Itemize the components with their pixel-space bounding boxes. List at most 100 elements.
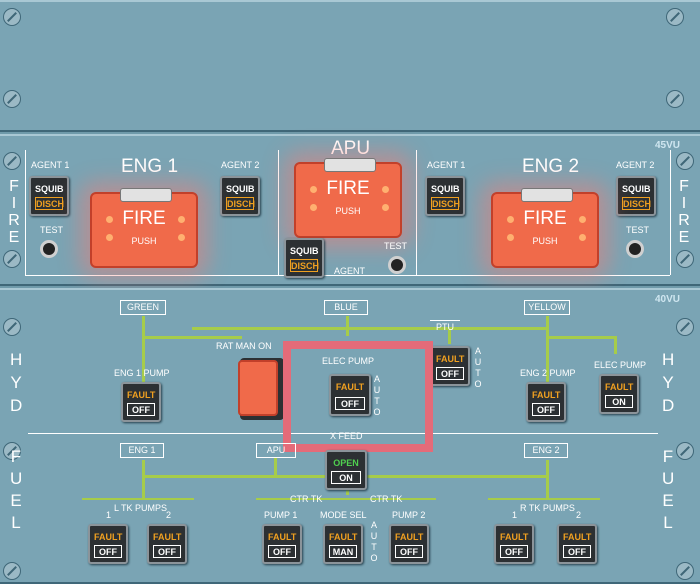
ctr-tk-right-label: CTR TK: [370, 494, 403, 504]
screw-icon: [3, 90, 21, 108]
mode-sel-label: MODE SEL: [320, 510, 367, 520]
ptu-button[interactable]: FAULT OFF: [430, 346, 470, 386]
r-tk-pump1-number: 1: [512, 510, 518, 520]
eng2-hyd-pump-button[interactable]: FAULT OFF: [526, 382, 566, 422]
rat-man-on-button[interactable]: [238, 360, 278, 416]
fuel-line: [488, 498, 600, 500]
l-tk-pump1-button[interactable]: FAULT OFF: [88, 524, 128, 564]
off-light: OFF: [500, 545, 528, 558]
screw-icon: [666, 8, 684, 26]
disch-label: DISCH: [290, 259, 320, 272]
screw-icon: [676, 562, 694, 580]
screw-icon: [3, 442, 21, 460]
eng2-agent1-label: AGENT 1: [427, 160, 466, 170]
eng1-agent1-squib-button[interactable]: SQUIB DISCH: [29, 176, 69, 216]
screw-icon: [3, 562, 21, 580]
push-label: PUSH: [335, 206, 361, 216]
fire-light-dot: [310, 204, 317, 211]
off-light: OFF: [563, 545, 591, 558]
hyd-line: [614, 336, 617, 354]
fault-light: FAULT: [94, 532, 123, 542]
hyd-line: [546, 336, 616, 339]
push-label: PUSH: [532, 236, 558, 246]
eng2-agent1-squib-button[interactable]: SQUIB DISCH: [425, 176, 465, 216]
eng1-agent2-squib-button[interactable]: SQUIB DISCH: [220, 176, 260, 216]
fuel-eng1-label: ENG 1: [120, 443, 164, 458]
off-light: OFF: [436, 367, 464, 380]
apu-agent-label: AGENT: [334, 266, 366, 276]
hyd-yellow-label: YELLOW: [524, 300, 570, 315]
fire-label: FIRE: [523, 208, 567, 229]
fire-light-dot: [382, 204, 389, 211]
off-light: OFF: [127, 403, 155, 416]
hyd-line: [346, 316, 349, 336]
r-tk-pumps-label: R TK PUMPS: [520, 503, 575, 513]
eng2-agent2-squib-button[interactable]: SQUIB DISCH: [616, 176, 656, 216]
fire-divider: [416, 150, 417, 275]
apu-fire-pushbutton[interactable]: FIRE PUSH: [294, 158, 402, 238]
mode-sel-auto-label: AUTO: [370, 520, 378, 563]
screw-icon: [676, 250, 694, 268]
fuel-line: [546, 460, 549, 478]
squib-label: SQUIB: [622, 184, 651, 194]
fire-light-dot: [579, 234, 586, 241]
eng1-fire-test-button[interactable]: [40, 240, 58, 258]
fuel-apu-label: APU: [256, 443, 296, 458]
ctr-tk-pump1-button[interactable]: FAULT OFF: [262, 524, 302, 564]
screw-icon: [3, 8, 21, 26]
fire-panel-vu-label: 45VU: [655, 140, 681, 151]
on-light: ON: [331, 471, 361, 484]
rat-man-on-label: RAT MAN ON: [216, 341, 272, 351]
hyd-line: [546, 316, 549, 384]
ctr-tk-pump2-button[interactable]: FAULT OFF: [389, 524, 429, 564]
yellow-elec-pump-button[interactable]: FAULT ON: [599, 374, 639, 414]
fire-light-dot: [178, 234, 185, 241]
off-light: OFF: [94, 545, 122, 558]
eng1-hyd-pump-button[interactable]: FAULT OFF: [121, 382, 161, 422]
fuel-side-label-left: FUEL: [10, 447, 23, 532]
blue-elec-pump-button[interactable]: FAULT OFF: [329, 374, 371, 416]
mode-sel-button[interactable]: FAULT MAN: [323, 524, 363, 564]
screw-icon: [3, 152, 21, 170]
disch-label: DISCH: [431, 197, 461, 210]
fire-label: FIRE: [122, 208, 166, 229]
fire-light-dot: [178, 216, 185, 223]
hyd-green-label: GREEN: [120, 300, 166, 315]
screw-icon: [676, 442, 694, 460]
eng2-fire-pushbutton[interactable]: FIRE PUSH: [491, 188, 599, 268]
fire-divider: [670, 150, 671, 275]
hyd-line: [142, 336, 242, 339]
off-light: OFF: [395, 545, 423, 558]
fire-light-dot: [507, 234, 514, 241]
l-tk-pump1-number: 1: [106, 510, 112, 520]
hyd-line: [142, 316, 145, 384]
eng2-fire-test-button[interactable]: [626, 240, 644, 258]
fault-light: FAULT: [127, 390, 156, 400]
apu-fire-test-button[interactable]: [388, 256, 406, 274]
fire-side-label-left: FIRE: [8, 178, 20, 246]
guard-hinge: [324, 158, 376, 172]
r-tk-pump2-number: 2: [576, 510, 582, 520]
fault-light: FAULT: [605, 382, 634, 392]
eng2-agent2-label: AGENT 2: [616, 160, 655, 170]
r-tk-pump1-button[interactable]: FAULT OFF: [494, 524, 534, 564]
l-tk-pump2-number: 2: [166, 510, 172, 520]
push-label: PUSH: [131, 236, 157, 246]
xfeed-button[interactable]: OPEN ON: [325, 450, 367, 490]
ptu-bracket: [430, 320, 460, 321]
fault-light: FAULT: [532, 390, 561, 400]
eng1-test-label: TEST: [40, 225, 64, 235]
fire-light-dot: [310, 186, 317, 193]
l-tk-pump2-button[interactable]: FAULT OFF: [147, 524, 187, 564]
screw-icon: [3, 250, 21, 268]
fuel-side-label-right: FUEL: [662, 447, 675, 532]
r-tk-pump2-button[interactable]: FAULT OFF: [557, 524, 597, 564]
screw-icon: [666, 90, 684, 108]
apu-agent-squib-button[interactable]: SQUIB DISCH: [284, 238, 324, 278]
eng1-fire-pushbutton[interactable]: FIRE PUSH: [90, 188, 198, 268]
hyd-side-label-left: HYD: [10, 350, 23, 415]
fire-light-dot: [579, 216, 586, 223]
hyd-fuel-panel-vu-label: 40VU: [655, 294, 681, 305]
eng1-fire-title: ENG 1: [121, 156, 179, 177]
on-light: ON: [605, 395, 633, 408]
